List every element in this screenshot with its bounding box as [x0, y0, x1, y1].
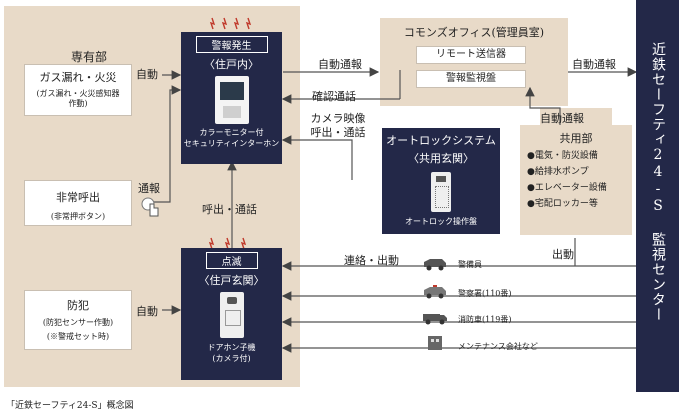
camera-line1: カメラ映像: [310, 112, 366, 125]
alarm-badge: 警報発生: [195, 36, 268, 53]
doorphone-icon: [219, 292, 244, 338]
dispatch-label: 出動: [552, 248, 574, 261]
indoor-caption2: セキュリティインターホン: [183, 139, 280, 148]
common-item-locker: ●宅配ロッカー等: [527, 199, 598, 209]
common-item-pump: ●給排水ポンプ: [527, 167, 589, 177]
intercom-monitor-icon: [214, 76, 249, 124]
gas-fire-note: (ガス漏れ・火災感知器作動): [36, 89, 120, 108]
entrance-caption2: (カメラ付): [212, 354, 251, 363]
crime-box: 防犯 (防犯センサー作動) (※警戒セット時): [24, 290, 132, 350]
crime-title: 防犯: [67, 299, 89, 312]
autolock-panel-icon: [431, 172, 451, 212]
gas-fire-title: ガス漏れ・火災: [39, 71, 117, 84]
auto-label-crime: 自動: [136, 305, 158, 318]
maintenance-building-icon: [426, 334, 446, 350]
common-area-list: ●電気・防災設備 ●給排水ポンプ ●エレベーター設備 ●宅配ロッカー等: [527, 148, 631, 212]
common-area-title: 共用部: [559, 132, 593, 145]
alarm-wave-icon: [209, 16, 255, 30]
responder-fire: 消防車(119番): [458, 315, 512, 324]
emergency-button-icon: [140, 196, 162, 218]
indoor-caption1: カラーモニター付: [199, 128, 264, 137]
crime-note1: (防犯センサー作動): [42, 318, 114, 327]
auto-label-gas: 自動: [136, 68, 158, 81]
private-area-title: 専有部: [70, 50, 107, 64]
common-auto-report-label: 自動通報: [540, 112, 584, 125]
gas-fire-box: ガス漏れ・火災 (ガス漏れ・火災感知器作動): [24, 64, 132, 116]
remote-transmitter-box: リモート送信器: [416, 46, 526, 64]
blink-wave-icon: [206, 236, 252, 250]
common-auto-report-bg: [540, 108, 612, 125]
monitoring-center-bar: 近鉄セーフティ24-S 監視センター: [636, 0, 679, 392]
responder-police: 警察署(110番): [458, 289, 512, 298]
auto-report-left-label: 自動通報: [318, 58, 362, 71]
emergency-call-title: 非常呼出: [56, 191, 100, 204]
alarm-panel-box: 警報監視盤: [416, 70, 526, 88]
common-item-elevator: ●エレベーター設備: [527, 183, 607, 193]
monitoring-center-label: 近鉄セーフティ24-S 監視センター: [650, 42, 666, 322]
commons-office-title: コモンズオフィス(管理員室): [403, 26, 545, 39]
responder-guard: 警備員: [458, 260, 482, 269]
notify-label: 通報: [138, 182, 160, 195]
crime-note2: (※警戒セット時): [46, 332, 110, 341]
indoor-unit-title: 〈住戸内〉: [204, 58, 259, 71]
autolock-caption: オートロック操作盤: [405, 217, 477, 226]
entrance-unit-box: 点滅 〈住戸玄関〉 ドアホン子機 (カメラ付): [181, 248, 282, 380]
autolock-box: オートロックシステム 〈共用玄関〉 オートロック操作盤: [382, 128, 500, 234]
common-area-panel: [520, 125, 632, 235]
camera-line2: 呼出・通話: [310, 126, 366, 139]
responder-maintenance: メンテナンス会社など: [458, 342, 538, 351]
diagram-caption: 「近鉄セーフティ24-S」概念図: [6, 401, 134, 411]
guard-car-icon: [422, 256, 448, 271]
call-talk-label: 呼出・通話: [202, 203, 257, 216]
blink-badge: 点滅: [205, 252, 258, 269]
camera-label: カメラ映像 呼出・通話: [298, 112, 378, 140]
emergency-call-note: (非常押ボタン): [50, 212, 106, 221]
entrance-caption1: ドアホン子機: [207, 343, 256, 352]
fire-truck-icon: [422, 310, 448, 325]
entrance-unit-title: 〈住戸玄関〉: [198, 274, 265, 287]
police-car-icon: [422, 284, 448, 299]
confirm-call-label: 確認通話: [312, 90, 356, 103]
autolock-subtitle: 〈共用玄関〉: [408, 152, 474, 165]
auto-report-right-label: 自動通報: [572, 58, 616, 71]
indoor-unit-box: 警報発生 〈住戸内〉 カラーモニター付 セキュリティインターホン: [181, 32, 282, 164]
emergency-call-box: 非常呼出 (非常押ボタン): [24, 180, 132, 226]
contact-dispatch-label: 連絡・出動: [344, 254, 399, 267]
autolock-title: オートロックシステム: [386, 134, 496, 147]
common-item-electric: ●電気・防災設備: [527, 151, 598, 161]
